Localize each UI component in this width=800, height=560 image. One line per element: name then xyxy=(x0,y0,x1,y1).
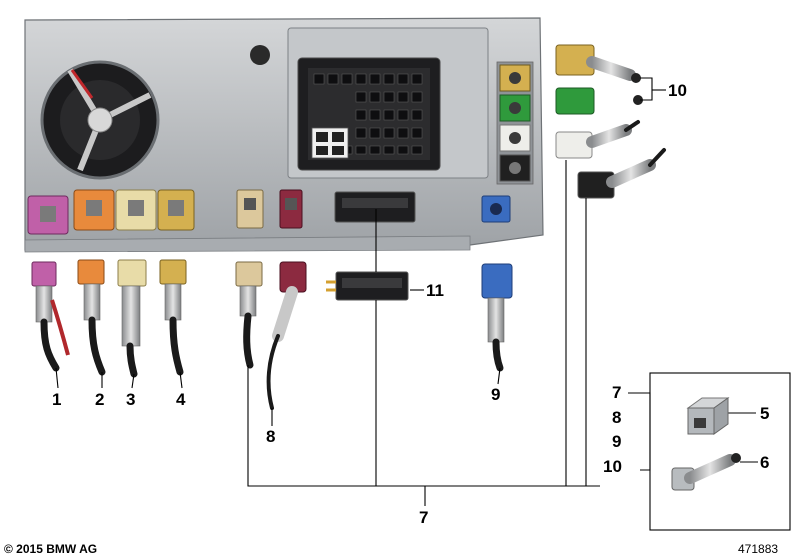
connector-10-white xyxy=(555,120,640,159)
housing-bottom-ribs xyxy=(24,235,471,253)
cooling-fan xyxy=(40,60,160,180)
inset-label-9: 9 xyxy=(612,432,622,451)
right-sockets xyxy=(496,61,534,185)
callout-1: 1 xyxy=(52,390,62,409)
connector-10-green xyxy=(555,87,643,115)
cable-4 xyxy=(159,259,187,376)
bottom-sockets xyxy=(27,189,303,235)
callout-4: 4 xyxy=(176,390,186,409)
callout-2: 2 xyxy=(95,390,105,409)
inset-label-8: 8 xyxy=(612,408,622,427)
callout-9: 9 xyxy=(491,385,501,404)
leader-lines xyxy=(55,77,791,531)
callout-10: 10 xyxy=(668,81,687,100)
connector-10-black xyxy=(577,148,666,199)
callout-3: 3 xyxy=(126,390,136,409)
callout-6: 6 xyxy=(760,453,770,472)
cable-8 xyxy=(266,261,307,410)
cable-1 xyxy=(31,261,70,372)
cable-7a xyxy=(235,261,263,369)
cable-11 xyxy=(326,271,409,301)
head-unit xyxy=(24,17,544,253)
cable-9 xyxy=(481,263,513,372)
connector-10-yellow xyxy=(555,44,641,83)
callout-8: 8 xyxy=(266,427,276,446)
inset-label-7: 7 xyxy=(612,383,622,402)
callout-5: 5 xyxy=(760,404,770,423)
callout-11: 11 xyxy=(426,281,444,300)
cable-3 xyxy=(117,259,147,378)
inset-part-6 xyxy=(671,453,741,491)
copyright-text: © 2015 BMW AG xyxy=(4,542,98,556)
callout-7: 7 xyxy=(419,508,429,527)
inset-part-5 xyxy=(686,397,730,435)
inset-label-10: 10 xyxy=(603,457,622,476)
quadlock-connector xyxy=(297,57,441,171)
cable-2 xyxy=(77,259,106,376)
diagram-number: 471883 xyxy=(738,542,779,556)
